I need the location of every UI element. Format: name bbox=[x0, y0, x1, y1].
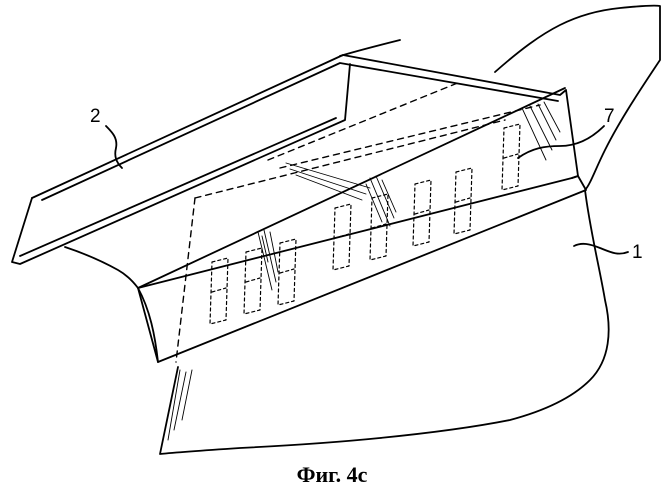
leader-7 bbox=[518, 126, 604, 158]
sheet-1-outline bbox=[160, 6, 660, 454]
callout-7: 7 bbox=[604, 106, 615, 127]
display-digits bbox=[210, 124, 520, 324]
hidden-edge-back bbox=[280, 105, 540, 168]
figure-caption: Фиг. 4c bbox=[0, 462, 664, 488]
leader-1 bbox=[574, 244, 628, 254]
callout-2: 2 bbox=[90, 106, 101, 127]
hidden-edge-diag bbox=[268, 82, 460, 160]
lid-2-front-edge bbox=[12, 64, 350, 264]
callout-1: 1 bbox=[632, 242, 643, 263]
digit-6 bbox=[413, 180, 431, 246]
hidden-edge-left bbox=[176, 198, 195, 362]
display-band-top bbox=[138, 88, 565, 288]
hatching bbox=[168, 102, 560, 440]
lid-2-outline bbox=[32, 55, 578, 198]
lid-2-inner bbox=[42, 63, 558, 200]
sheet-1-top-left bbox=[340, 40, 400, 56]
lid-2-front-edge-2 bbox=[20, 118, 336, 256]
display-band bbox=[138, 176, 586, 362]
leader-2 bbox=[106, 126, 122, 168]
digit-8 bbox=[502, 124, 520, 190]
digit-7 bbox=[454, 168, 472, 234]
sheet-1-upper-edge bbox=[65, 247, 138, 288]
